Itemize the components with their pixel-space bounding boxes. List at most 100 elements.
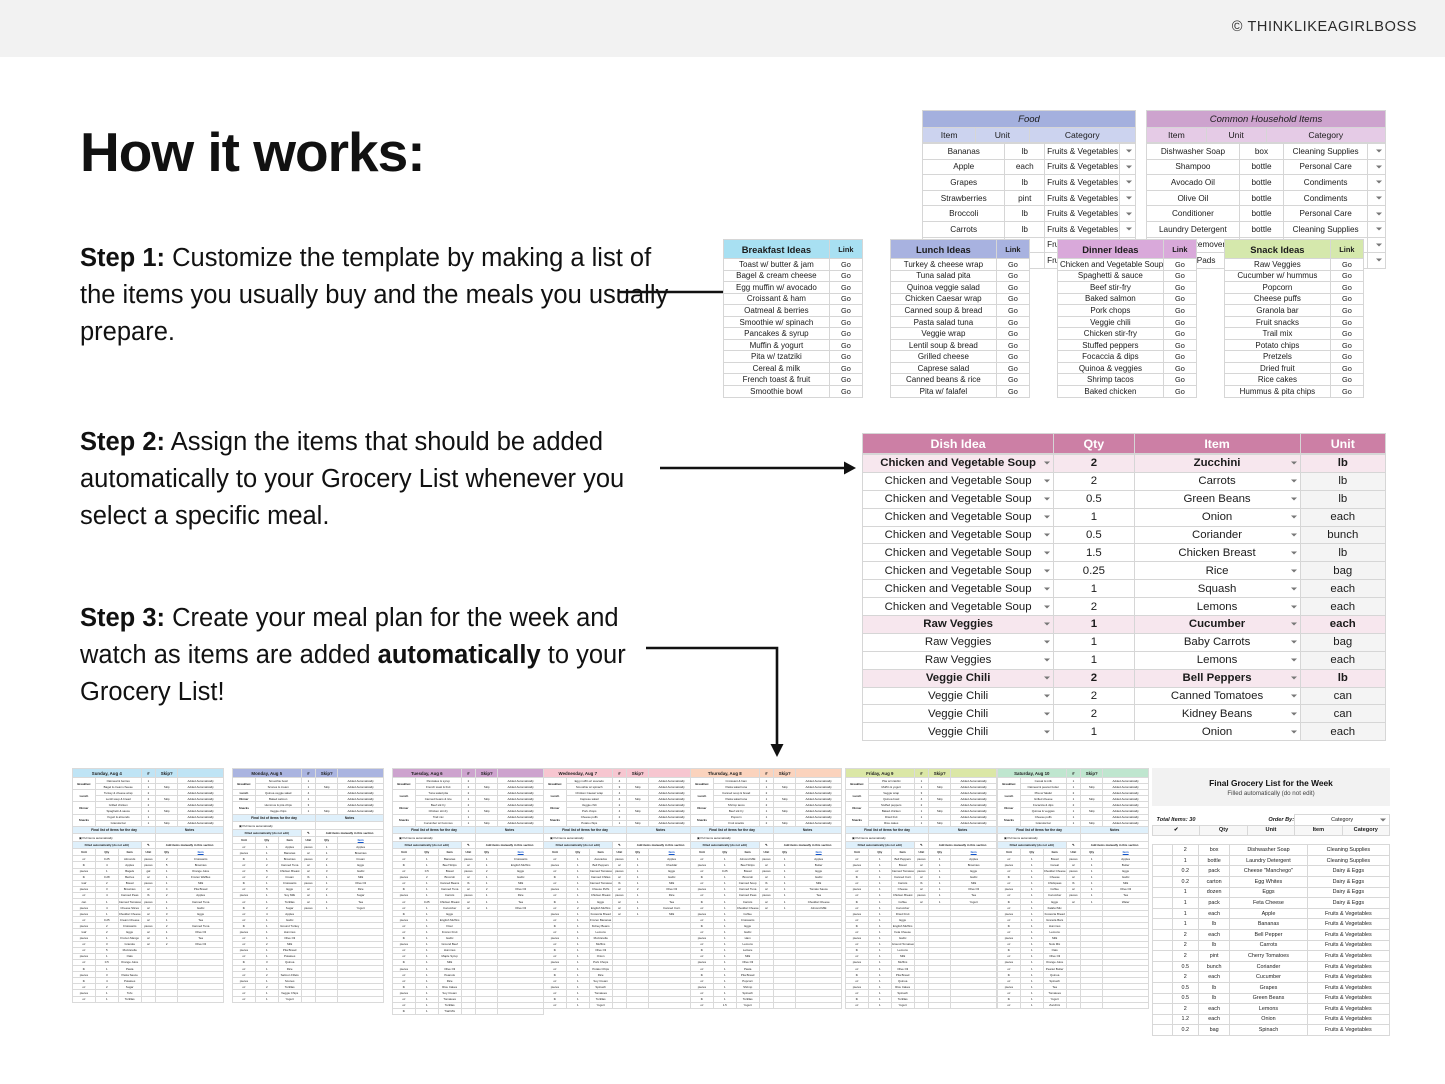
notes-cell[interactable]: [315, 821, 384, 831]
dish-qty-cell[interactable]: 1: [1053, 507, 1135, 527]
dish-item-cell[interactable]: Zucchini: [1133, 454, 1301, 473]
dish-item-cell[interactable]: Lemons: [1133, 597, 1301, 617]
manual-unit[interactable]: [1065, 1001, 1082, 1009]
manual-item[interactable]: [1102, 1001, 1149, 1009]
dish-item-cell[interactable]: Coriander: [1133, 525, 1301, 545]
manual-item[interactable]: [950, 1001, 997, 1009]
grocery-checkbox[interactable]: [1152, 992, 1173, 1005]
dish-item-cell[interactable]: Rice: [1133, 561, 1301, 581]
manual-item[interactable]: [177, 995, 224, 1003]
food-category-dropdown[interactable]: [1118, 158, 1137, 176]
notes-cell[interactable]: [475, 833, 544, 843]
dinner-go-link[interactable]: Go: [1162, 361, 1198, 375]
dish-qty-cell[interactable]: 0.5: [1053, 525, 1135, 545]
grocery-checkbox[interactable]: [1152, 928, 1173, 941]
dish-qty-cell[interactable]: 1: [1053, 650, 1135, 670]
food-category-dropdown[interactable]: [1118, 220, 1137, 238]
dish-qty-cell[interactable]: 1.5: [1053, 543, 1135, 563]
dish-item-cell[interactable]: Canned Tomatoes: [1133, 686, 1301, 706]
dish-item-cell[interactable]: Kidney Beans: [1133, 704, 1301, 724]
grocery-checkbox[interactable]: [1152, 971, 1173, 983]
breakfast-go-link[interactable]: Go: [828, 269, 864, 283]
household-category-dropdown[interactable]: [1367, 205, 1386, 222]
snack-go-link[interactable]: Go: [1329, 338, 1365, 352]
lunch-go-link[interactable]: Go: [995, 373, 1031, 386]
meal-skip-cell[interactable]: Skip: [626, 819, 650, 827]
manual-unit[interactable]: [140, 995, 157, 1003]
breakfast-go-link[interactable]: Go: [828, 361, 864, 375]
grocery-checkbox[interactable]: [1152, 950, 1173, 962]
meal-skip-cell[interactable]: Skip: [155, 819, 179, 827]
meal-item-cell[interactable]: Veggie chips: [254, 807, 302, 815]
dish-name-cell[interactable]: Chicken and Vegetable Soup: [861, 454, 1055, 473]
notes-cell[interactable]: [928, 833, 997, 843]
breakfast-go-link[interactable]: Go: [828, 281, 864, 294]
dish-name-cell[interactable]: Chicken and Vegetable Soup: [861, 579, 1055, 599]
breakfast-go-link[interactable]: Go: [828, 292, 864, 306]
household-category-dropdown[interactable]: [1367, 220, 1386, 238]
dish-name-cell[interactable]: Chicken and Vegetable Soup: [861, 543, 1055, 563]
dish-name-cell[interactable]: Raw Veggies: [861, 632, 1055, 652]
breakfast-go-link[interactable]: Go: [828, 315, 864, 329]
snack-go-link[interactable]: Go: [1329, 281, 1365, 294]
manual-item[interactable]: [795, 1001, 842, 1009]
manual-item[interactable]: [497, 1007, 544, 1015]
manual-qty[interactable]: [475, 1007, 499, 1015]
household-category-dropdown[interactable]: [1367, 236, 1386, 254]
dinner-go-link[interactable]: Go: [1162, 327, 1198, 340]
pull-items-checkbox[interactable]: ▣ Pull items automatically: [71, 833, 157, 843]
dish-name-cell[interactable]: Chicken and Vegetable Soup: [861, 471, 1055, 491]
household-category-dropdown[interactable]: [1367, 174, 1386, 191]
household-category-dropdown[interactable]: [1367, 252, 1386, 269]
meal-item-cell[interactable]: Fruit snacks: [712, 819, 760, 827]
dish-name-cell[interactable]: Raw Veggies: [861, 615, 1055, 634]
dish-qty-cell[interactable]: 2: [1053, 454, 1135, 473]
dish-qty-cell[interactable]: 0.25: [1053, 561, 1135, 581]
dish-item-cell[interactable]: Onion: [1133, 507, 1301, 527]
pull-items-checkbox[interactable]: ▣ Pull items automatically: [996, 833, 1082, 843]
dish-name-cell[interactable]: Chicken and Vegetable Soup: [861, 525, 1055, 545]
meal-item-cell[interactable]: Granola bar: [1019, 819, 1067, 827]
manual-qty[interactable]: [928, 1001, 952, 1009]
manual-unit[interactable]: [758, 1001, 775, 1009]
meal-item-cell[interactable]: Potato chips: [565, 819, 613, 827]
meal-item-cell[interactable]: Cucumber w/ hummus: [414, 819, 462, 827]
dish-name-cell[interactable]: Chicken and Vegetable Soup: [861, 507, 1055, 527]
pull-items-checkbox[interactable]: ▣ Pull items automatically: [689, 833, 775, 843]
dish-qty-cell[interactable]: 2: [1053, 597, 1135, 617]
snack-go-link[interactable]: Go: [1329, 258, 1365, 271]
manual-qty[interactable]: [773, 1001, 797, 1009]
lunch-go-link[interactable]: Go: [995, 361, 1031, 375]
dish-name-cell[interactable]: Raw Veggies: [861, 650, 1055, 670]
notes-cell[interactable]: [626, 833, 695, 843]
meal-item-cell[interactable]: Rice cakes: [867, 819, 915, 827]
dish-name-cell[interactable]: Chicken and Vegetable Soup: [861, 597, 1055, 617]
dinner-go-link[interactable]: Go: [1162, 338, 1198, 352]
dish-item-cell[interactable]: Chicken Breast: [1133, 543, 1301, 563]
pull-items-checkbox[interactable]: ▣ Pull items automatically: [844, 833, 930, 843]
food-category-dropdown[interactable]: [1118, 205, 1137, 222]
manual-qty[interactable]: [315, 995, 339, 1003]
manual-qty[interactable]: [626, 1001, 650, 1009]
dinner-go-link[interactable]: Go: [1162, 304, 1198, 317]
dish-qty-cell[interactable]: 2: [1053, 686, 1135, 706]
pull-items-checkbox[interactable]: ▣ Pull items automatically: [231, 821, 317, 831]
grocery-checkbox[interactable]: [1152, 981, 1173, 994]
dish-qty-cell[interactable]: 2: [1053, 704, 1135, 724]
dish-item-cell[interactable]: Lemons: [1133, 650, 1301, 670]
manual-item[interactable]: [337, 995, 384, 1003]
dish-item-cell[interactable]: Baby Carrots: [1133, 632, 1301, 652]
breakfast-go-link[interactable]: Go: [828, 304, 864, 317]
dish-name-cell[interactable]: Chicken and Vegetable Soup: [861, 489, 1055, 509]
grocery-checkbox[interactable]: [1152, 939, 1173, 952]
notes-cell[interactable]: [1080, 833, 1149, 843]
food-category-dropdown[interactable]: [1118, 189, 1137, 207]
snack-go-link[interactable]: Go: [1329, 292, 1365, 306]
dish-item-cell[interactable]: Green Beans: [1133, 489, 1301, 509]
grocery-checkbox[interactable]: [1152, 844, 1173, 856]
food-category-dropdown[interactable]: [1118, 174, 1137, 191]
snack-go-link[interactable]: Go: [1329, 350, 1365, 363]
dish-name-cell[interactable]: Chicken and Vegetable Soup: [861, 561, 1055, 581]
meal-skip-cell[interactable]: Skip: [475, 819, 499, 827]
meal-item-cell[interactable]: Granola bar: [94, 819, 142, 827]
